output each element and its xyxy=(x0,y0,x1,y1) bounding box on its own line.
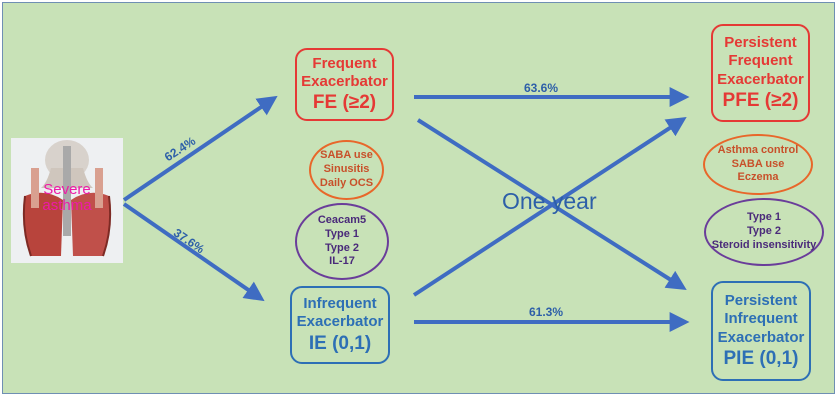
severe-asthma-label: Severe asthma xyxy=(42,181,92,214)
pie-box: Persistent Infrequent Exacerbator PIE (0… xyxy=(711,281,811,381)
pfe-box: Persistent Frequent Exacerbator PFE (≥2) xyxy=(711,24,810,122)
arrow-to-ie xyxy=(122,202,265,302)
diagram-frame xyxy=(2,2,835,394)
arrow-fe-to-pie xyxy=(416,118,687,290)
pct-ie-to-pie: 61.3% xyxy=(529,305,564,319)
arrow-to-fe xyxy=(122,95,278,202)
fe-factors-oval: SABA use Sinusitis Daily OCS xyxy=(309,140,384,200)
pct-fe-to-pfe: 63.6% xyxy=(524,81,559,95)
pfe-factors-oval: Asthma control SABA use Eczema xyxy=(703,134,813,195)
pie-factors-oval: Type 1 Type 2 Steroid insensitivity xyxy=(704,198,824,266)
lungs-illustration: Severe asthma xyxy=(11,138,123,263)
lungs-icon xyxy=(11,138,123,263)
fe-box: Frequent Exacerbator FE (≥2) xyxy=(295,48,394,121)
one-year-label: One year xyxy=(502,188,597,214)
ie-box: Infrequent Exacerbator IE (0,1) xyxy=(290,286,390,364)
arrow-ie-to-pfe xyxy=(412,116,687,297)
ie-factors-oval: Ceacam5 Type 1 Type 2 IL-17 xyxy=(295,203,389,280)
